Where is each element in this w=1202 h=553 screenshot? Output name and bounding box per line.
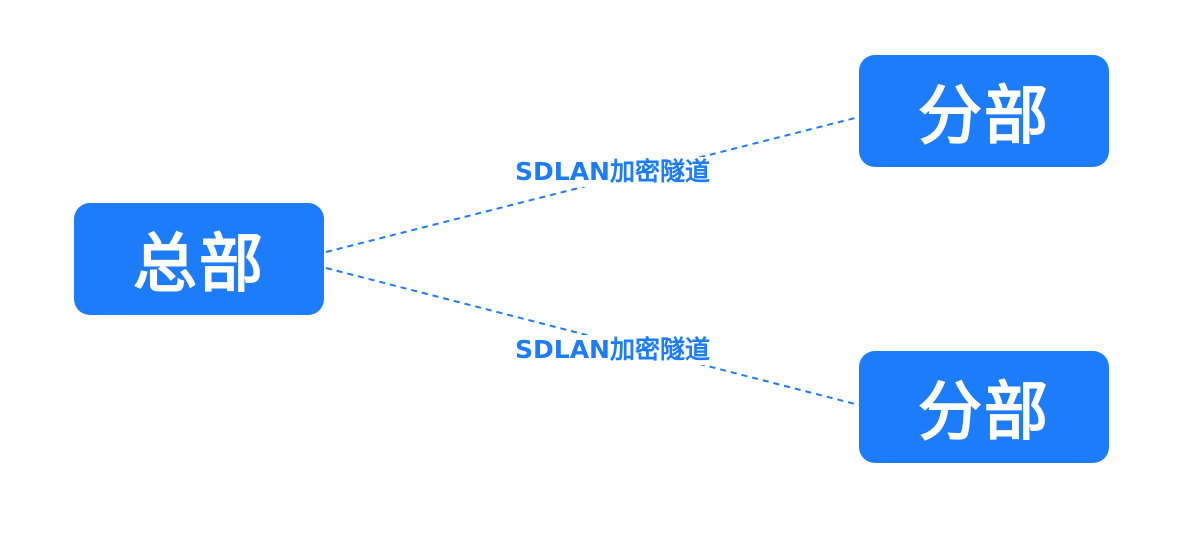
headquarters-label: 总部: [133, 228, 265, 302]
tunnel-line-top: [325, 116, 860, 253]
branch-top-label: 分部: [918, 80, 1050, 154]
tunnel-label-top: SDLAN加密隧道: [513, 157, 712, 187]
branch-node-top: 分部: [859, 55, 1109, 167]
headquarters-node: 总部: [74, 203, 324, 315]
tunnel-label-bottom: SDLAN加密隧道: [513, 335, 712, 365]
branch-node-bottom: 分部: [859, 351, 1109, 463]
branch-bottom-label: 分部: [918, 376, 1050, 450]
